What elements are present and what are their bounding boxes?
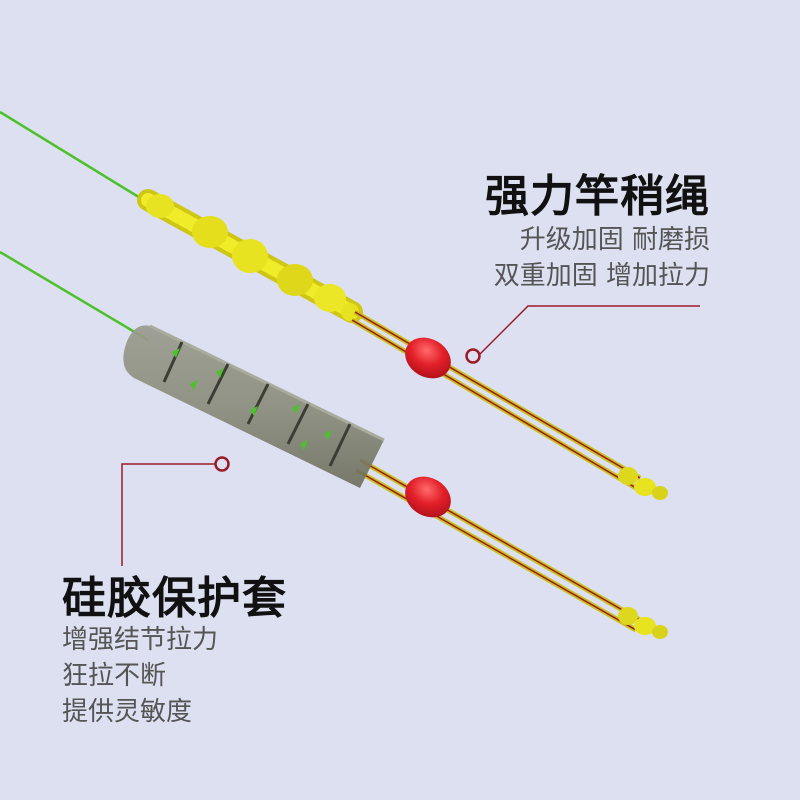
- callout-subtitle-bottom: 增强结节拉力 狂拉不断 提供灵敏度: [62, 622, 218, 730]
- callout-line: 升级加固 耐磨损: [519, 225, 710, 255]
- callout-title-bottom: 硅胶保护套: [62, 573, 287, 624]
- double-leader-top: [350, 309, 642, 491]
- red-bead-top: [405, 337, 451, 379]
- green-line-bottom: [0, 250, 149, 342]
- green-line-top: [0, 110, 151, 206]
- callout-line: 提供灵敏度: [62, 697, 193, 727]
- double-leader-bottom: [354, 457, 642, 633]
- callout-connector-top: [465, 305, 700, 364]
- callout-line: 增强结节拉力: [62, 625, 219, 655]
- callout-connector-bottom: [121, 456, 230, 566]
- callout-subtitle-top: 升级加固 耐磨损 双重加固 增加拉力: [494, 222, 710, 294]
- red-bead-bottom: [405, 476, 451, 518]
- callout-line: 狂拉不断: [62, 661, 167, 691]
- callout-line: 双重加固 增加拉力: [493, 261, 710, 291]
- silicone-sleeve: [123, 324, 385, 488]
- callout-title-top: 强力竿稍绳: [485, 171, 710, 222]
- braided-loop-end-bottom: [618, 607, 668, 639]
- braided-loop-end-top: [618, 467, 668, 500]
- braided-rope-top: [137, 189, 363, 323]
